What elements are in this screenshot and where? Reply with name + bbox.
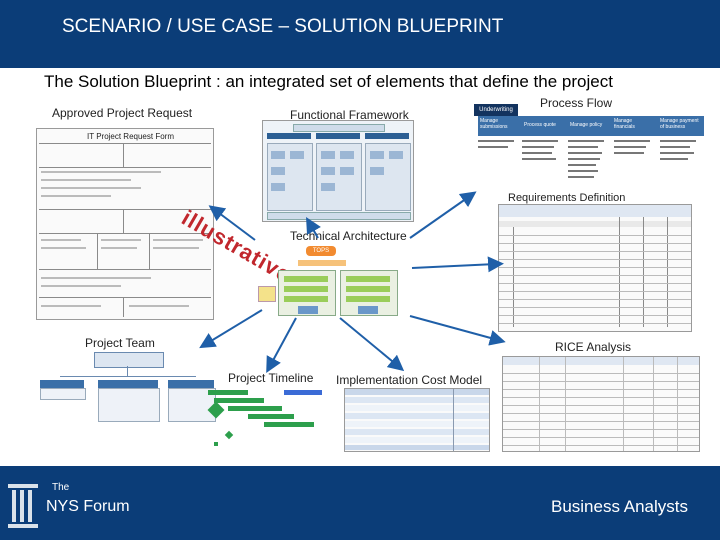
label-project-team: Project Team: [85, 336, 155, 350]
tech-node-tops: TOPS: [306, 246, 336, 256]
arrow-to-process-flow: [409, 191, 477, 239]
pillar-icon: [8, 484, 38, 528]
functional-framework-thumbnail: [262, 120, 414, 222]
label-requirements-definition: Requirements Definition: [508, 192, 626, 204]
flow-start: Underwriting: [474, 104, 518, 116]
footer-bar: [0, 466, 720, 540]
rice-analysis-thumbnail: [502, 356, 700, 452]
implementation-cost-model-thumbnail: [344, 388, 490, 452]
process-flow-thumbnail: Underwriting Manage submissions Process …: [474, 104, 708, 192]
footer-audience-label: Business Analysts: [550, 497, 688, 516]
label-functional-framework: Functional Framework: [290, 108, 409, 122]
arrow-to-cost-model: [339, 317, 405, 372]
label-implementation-cost-model: Implementation Cost Model: [336, 373, 483, 387]
arrow-to-timeline: [266, 317, 297, 374]
technical-architecture-thumbnail: TOPS: [258, 246, 410, 318]
project-timeline-thumbnail: [204, 386, 334, 450]
page-title: SCENARIO / USE CASE – SOLUTION BLUEPRINT: [62, 16, 504, 37]
arrow-to-project-request: [208, 205, 256, 241]
arrow-to-functional-framework: [306, 217, 321, 239]
arrow-to-rice: [409, 315, 506, 346]
arrow-to-project-team: [199, 309, 263, 349]
project-team-thumbnail: [40, 352, 216, 422]
label-approved-project-request: Approved Project Request: [52, 106, 193, 120]
label-project-timeline: Project Timeline: [228, 371, 314, 385]
header-bar: [0, 0, 720, 68]
flow-step-5: Manage payment of business: [660, 118, 699, 130]
nys-forum-logo: The NYS Forum: [6, 478, 130, 536]
form-title: IT Project Request Form: [87, 132, 174, 141]
logo-name: NYS Forum: [46, 498, 130, 515]
flow-step-3: Manage policy: [570, 122, 603, 128]
flow-step-4: Manage financials: [614, 118, 635, 130]
flow-step-1: Manage submissions: [480, 118, 508, 130]
label-rice-analysis: RICE Analysis: [555, 340, 632, 354]
slide-subtitle: The Solution Blueprint : an integrated s…: [44, 72, 613, 91]
label-process-flow: Process Flow: [540, 96, 613, 110]
project-request-form-thumbnail: IT Project Request Form: [36, 128, 214, 320]
arrow-to-requirements: [411, 256, 504, 273]
logo-small-text: The: [52, 482, 70, 493]
requirements-definition-thumbnail: [498, 204, 692, 332]
flow-step-2: Process quote: [524, 122, 556, 128]
